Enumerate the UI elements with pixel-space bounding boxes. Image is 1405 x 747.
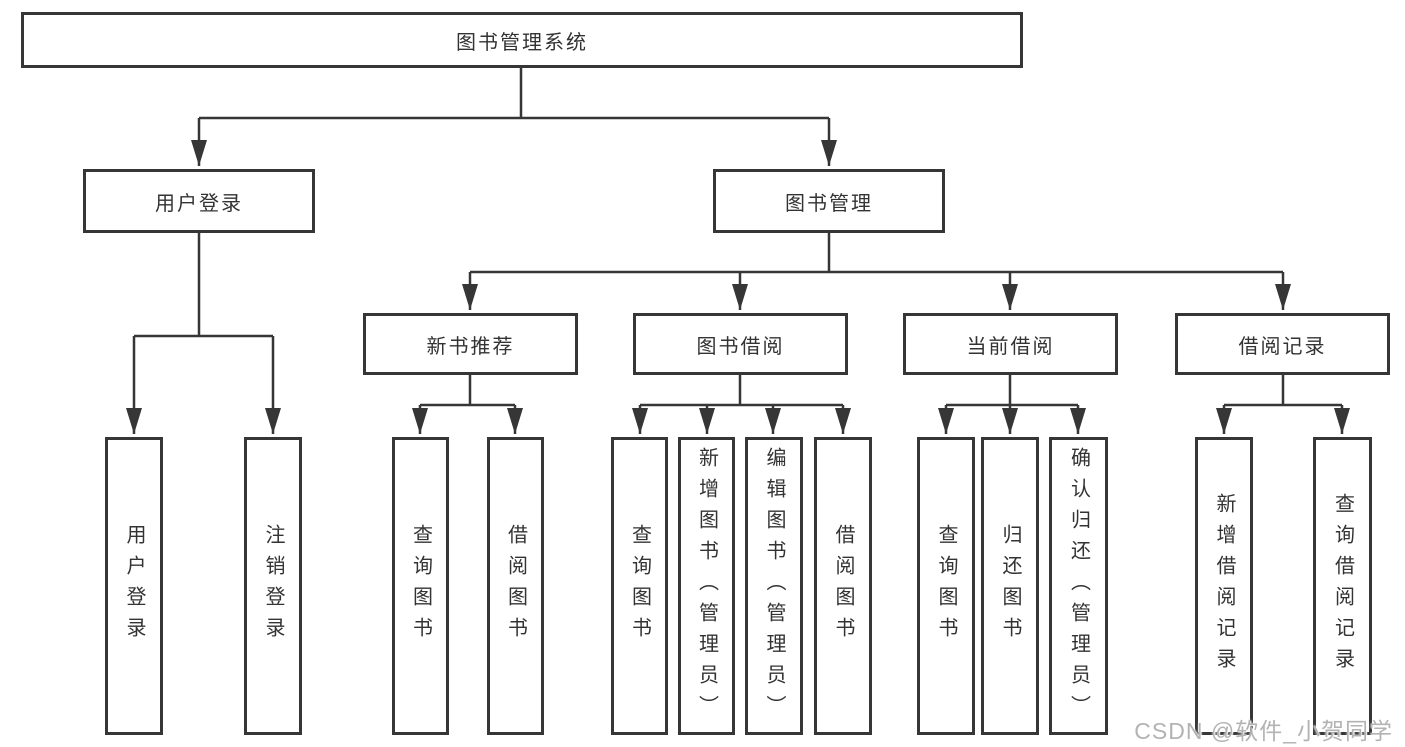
node-book-borrow: 图书借阅 [633, 313, 848, 375]
node-current-borrow: 当前借阅 [903, 313, 1118, 375]
leaf-nb-borrow-books: 借阅图书 [487, 437, 544, 735]
leaf-br-query-record: 查询借阅记录 [1313, 437, 1372, 735]
leaf-cb-query-books: 查询图书 [917, 437, 975, 735]
leaf-user-login: 用户登录 [105, 437, 163, 735]
leaf-nb-query-books: 查询图书 [392, 437, 449, 735]
node-book-management: 图书管理 [713, 169, 945, 233]
leaf-cb-return-books: 归还图书 [981, 437, 1039, 735]
node-borrow-records: 借阅记录 [1175, 313, 1390, 375]
leaf-bb-query-books: 查询图书 [611, 437, 668, 735]
leaf-br-add-record: 新增借阅记录 [1195, 437, 1253, 735]
node-user-login: 用户登录 [83, 169, 315, 233]
leaf-logout: 注销登录 [244, 437, 302, 735]
node-new-book-recommend: 新书推荐 [363, 313, 578, 375]
leaf-bb-edit-books: 编辑图书（管理员） [745, 437, 803, 735]
leaf-bb-add-books: 新增图书（管理员） [678, 437, 735, 735]
leaf-bb-borrow-books: 借阅图书 [814, 437, 872, 735]
node-root: 图书管理系统 [21, 12, 1023, 68]
leaf-cb-confirm-return: 确认归还（管理员） [1049, 437, 1108, 735]
watermark: CSDN @软件_小贺同学 [1134, 718, 1393, 744]
